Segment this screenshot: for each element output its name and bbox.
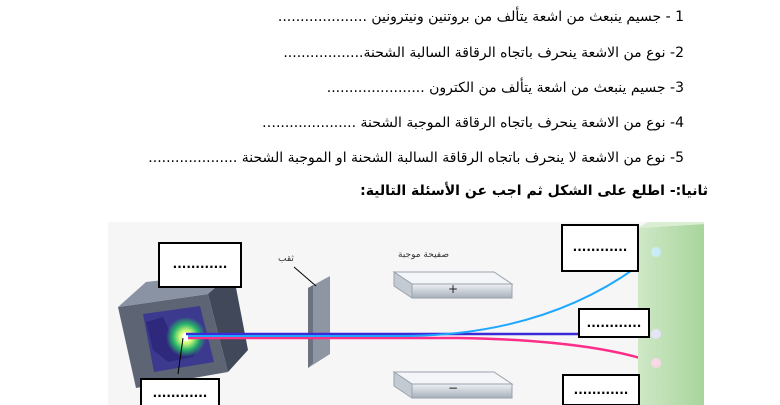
hole-pointer-line xyxy=(293,266,317,287)
radiation-figure: + − صفيحة موجبة ثقب ............ .......… xyxy=(108,222,704,405)
gamma-impact-spot xyxy=(651,329,661,339)
answer-box-middle-right[interactable]: ............ xyxy=(578,308,650,338)
lead-barrier xyxy=(308,276,330,368)
positive-plate xyxy=(392,271,514,299)
question-1: 1 - جسيم ينبعث من اشعة يتألف من بروتنين … xyxy=(277,9,684,25)
answer-box-top-right[interactable]: ............ xyxy=(561,224,639,272)
negative-sign: − xyxy=(448,381,458,395)
question-5: 5- نوع من الاشعة لا ينحرف باتجاه الرقاقة… xyxy=(148,150,684,166)
question-2: 2- نوع من الاشعة ينحرف باتجاه الرقاقة ال… xyxy=(283,45,684,61)
positive-sign: + xyxy=(448,282,458,296)
alpha-beam xyxy=(188,336,654,364)
answer-box-top-left[interactable]: ............ xyxy=(158,242,242,288)
answer-box-bottom-right[interactable]: ............ xyxy=(562,374,640,405)
question-3: 3- جسيم ينبعث من اشعة يتألف من الكترون .… xyxy=(326,80,684,96)
negative-plate xyxy=(392,371,514,399)
section-heading: ثانيا:- اطلع على الشكل ثم اجب عن الأسئلة… xyxy=(360,183,708,199)
beta-beam xyxy=(188,251,657,337)
alpha-impact-spot xyxy=(651,358,661,368)
question-4: 4- نوع من الاشعة ينحرف باتجاه الرقاقة ال… xyxy=(261,115,684,131)
positive-plate-label: صفيحة موجبة xyxy=(398,250,449,260)
hole-label: ثقب xyxy=(278,254,294,264)
source-pointer-line xyxy=(177,337,184,375)
beta-impact-spot xyxy=(651,247,661,257)
answer-box-bottom-left[interactable]: ............ xyxy=(140,378,220,405)
